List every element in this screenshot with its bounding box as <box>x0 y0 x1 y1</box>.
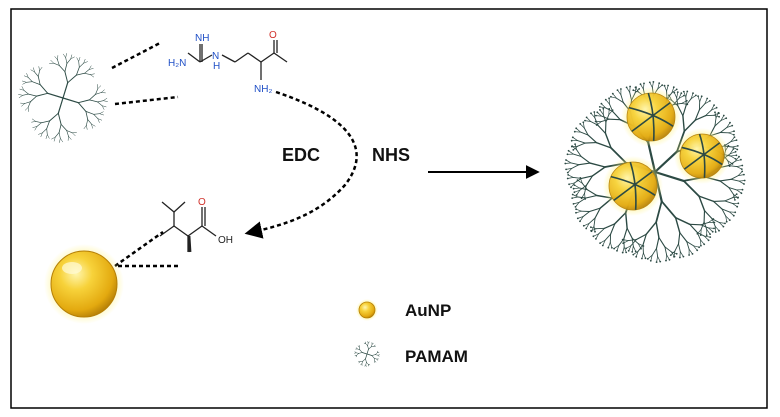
legend: AuNP PAMAM <box>354 299 468 367</box>
figure-frame <box>10 8 768 409</box>
dendrimer-icon <box>354 341 380 367</box>
atom-label: O <box>198 197 206 208</box>
acid-molecule <box>159 201 217 253</box>
legend-label-aunp: AuNP <box>405 301 451 320</box>
reaction-arrow-curved <box>244 90 358 239</box>
atom-label: OH <box>218 235 233 246</box>
gold-nanoparticle-icon <box>356 299 378 321</box>
dotted-connector <box>111 41 161 70</box>
pamam-aunp-conjugate <box>564 81 746 263</box>
atom-label: NH₂ <box>254 84 272 95</box>
atom-label: H₂N <box>168 58 186 69</box>
reagent-nhs: NHS <box>372 145 410 165</box>
bound-gold-nanoparticles <box>603 87 730 216</box>
pamam-dendrimer <box>18 53 108 143</box>
atom-label: H <box>213 61 220 72</box>
atom-label: N <box>212 51 219 62</box>
amine-molecule <box>187 40 288 80</box>
dotted-connector <box>114 230 164 268</box>
gold-nanoparticle <box>44 244 124 324</box>
legend-label-pamam: PAMAM <box>405 347 468 366</box>
dotted-connector <box>114 95 179 106</box>
reagent-edc: EDC <box>282 145 320 165</box>
atom-label: NH <box>195 33 209 44</box>
atom-label: O <box>269 30 277 41</box>
